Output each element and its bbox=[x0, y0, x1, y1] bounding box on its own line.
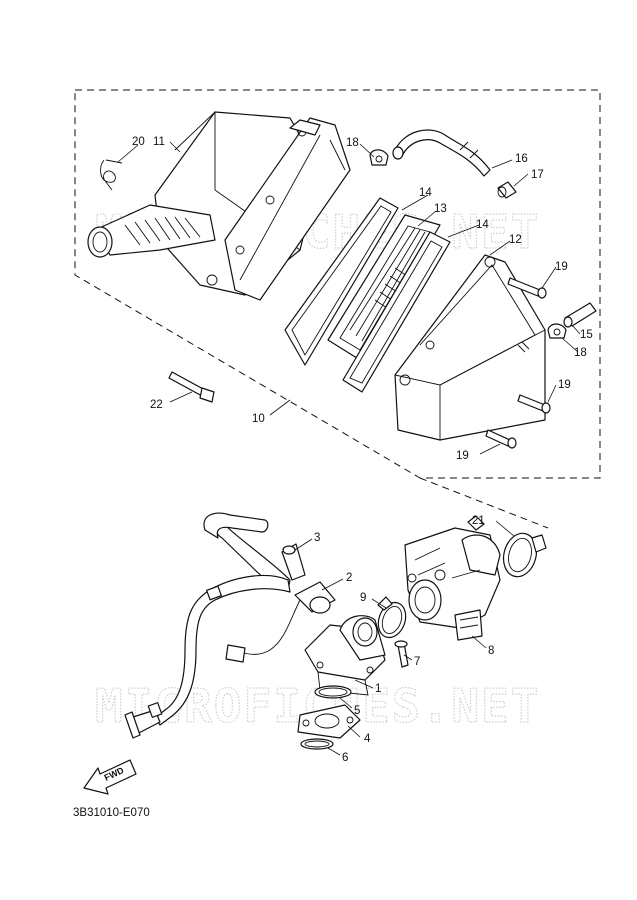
diagram-code: 3B31010-E070 bbox=[73, 807, 150, 819]
callout-19-lower: 19 bbox=[456, 450, 469, 462]
callout-1: 1 bbox=[375, 683, 381, 695]
fwd-arrow-icon: FWD bbox=[83, 759, 137, 795]
callout-21: 21 bbox=[472, 515, 485, 527]
gasket-14-front[interactable] bbox=[284, 197, 399, 366]
o-ring-5[interactable] bbox=[314, 685, 352, 699]
clamp-18-top[interactable] bbox=[369, 149, 389, 166]
clamp-18-lower[interactable] bbox=[547, 323, 567, 339]
callout-10: 10 bbox=[252, 413, 265, 425]
callout-11: 11 bbox=[153, 136, 165, 148]
callout-2: 2 bbox=[346, 572, 352, 584]
leader-lines bbox=[117, 141, 581, 756]
boundary-to-throttle bbox=[419, 477, 549, 529]
sensor-wire[interactable] bbox=[225, 599, 301, 663]
callout-18-lower: 18 bbox=[574, 347, 587, 359]
drain-plug-15[interactable] bbox=[563, 302, 597, 328]
injector-2[interactable] bbox=[294, 581, 336, 614]
callout-3: 3 bbox=[314, 532, 320, 544]
breather-hose-16[interactable] bbox=[392, 129, 491, 177]
callout-4: 4 bbox=[364, 733, 371, 745]
callout-14-front: 14 bbox=[419, 187, 432, 199]
callout-6: 6 bbox=[342, 752, 348, 764]
clip-20[interactable] bbox=[100, 159, 123, 191]
callout-19-middle: 19 bbox=[558, 379, 571, 391]
callout-7: 7 bbox=[414, 656, 420, 668]
assembly-boundary bbox=[74, 89, 601, 479]
callout-8: 8 bbox=[488, 645, 494, 657]
callout-22: 22 bbox=[150, 399, 163, 411]
screw-19-lower[interactable] bbox=[485, 429, 517, 449]
callout-13: 13 bbox=[434, 203, 447, 215]
callout-12: 12 bbox=[509, 234, 522, 246]
callout-15: 15 bbox=[580, 329, 593, 341]
joint-1[interactable] bbox=[304, 615, 386, 696]
clamp-9[interactable] bbox=[374, 596, 411, 641]
callout-19-upper: 19 bbox=[555, 261, 568, 273]
callout-9: 9 bbox=[360, 592, 366, 604]
sensor-3[interactable] bbox=[281, 543, 306, 581]
air-cleaner-case-11[interactable] bbox=[87, 111, 351, 301]
hose-assembly[interactable] bbox=[124, 512, 291, 739]
callout-18-top: 18 bbox=[346, 137, 359, 149]
screw-19-middle[interactable] bbox=[517, 394, 551, 414]
callout-14-rear: 14 bbox=[476, 219, 489, 231]
air-cleaner-cap-12[interactable] bbox=[394, 254, 546, 441]
insulator-4[interactable] bbox=[297, 704, 361, 739]
o-ring-6[interactable] bbox=[300, 738, 334, 750]
callout-16: 16 bbox=[515, 153, 528, 165]
screw-7[interactable] bbox=[394, 640, 409, 668]
callout-17: 17 bbox=[531, 169, 544, 181]
callout-20: 20 bbox=[132, 136, 145, 148]
plug-17[interactable] bbox=[497, 181, 517, 199]
gasket-14-rear[interactable] bbox=[342, 231, 451, 393]
hose-clamp-21[interactable] bbox=[499, 530, 547, 581]
bolt-22[interactable] bbox=[168, 371, 215, 403]
throttle-body-8[interactable] bbox=[404, 515, 501, 641]
callout-5: 5 bbox=[354, 705, 360, 717]
